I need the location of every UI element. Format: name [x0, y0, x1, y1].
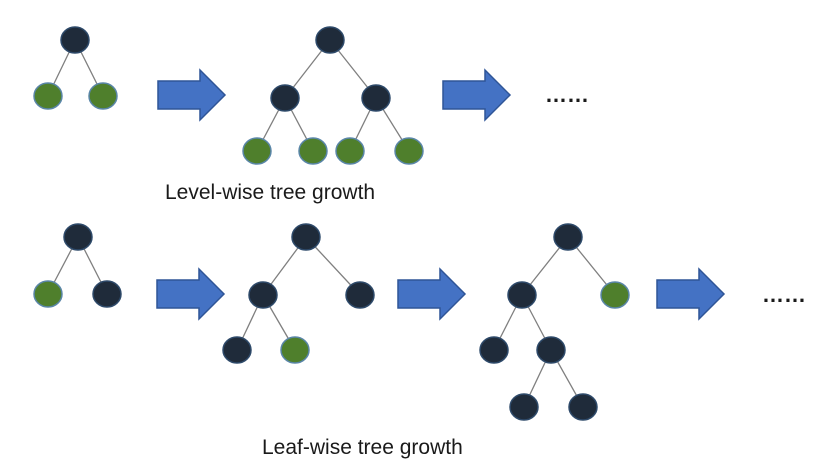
internal-node: [222, 336, 252, 364]
leaf-node: [280, 336, 310, 364]
root-node: [63, 223, 93, 251]
leaf-wise-stage-2-tree: [222, 223, 375, 364]
internal-node: [568, 393, 598, 421]
leaf-node: [394, 137, 424, 165]
leaf-wise-stage-3-tree: [479, 223, 630, 421]
right-arrow-icon: [656, 267, 726, 321]
internal-node: [361, 84, 391, 112]
internal-node: [270, 84, 300, 112]
continuation-ellipsis: ……: [545, 82, 589, 107]
internal-node: [92, 280, 122, 308]
leaf-node: [33, 82, 63, 110]
leaf-node: [600, 281, 630, 309]
leaf-node: [298, 137, 328, 165]
level-wise-caption: Level-wise tree growth: [165, 181, 375, 204]
internal-node: [345, 281, 375, 309]
level-wise-stage-1-tree: [33, 26, 118, 110]
internal-node: [507, 281, 537, 309]
root-node: [291, 223, 321, 251]
root-node: [315, 26, 345, 54]
level-wise-stage-2-tree: [242, 26, 424, 165]
leaf-node: [335, 137, 365, 165]
continuation-ellipsis: ……: [762, 282, 806, 307]
root-node: [60, 26, 90, 54]
leaf-node: [242, 137, 272, 165]
root-node: [553, 223, 583, 251]
internal-node: [509, 393, 539, 421]
leaf-wise-caption: Leaf-wise tree growth: [262, 436, 463, 459]
leaf-node: [88, 82, 118, 110]
level-wise-row: …… Level-wise tree growth: [33, 26, 589, 204]
right-arrow-icon: [442, 68, 512, 122]
leaf-wise-stage-1-tree: [33, 223, 122, 308]
leaf-wise-row: …… Leaf-wise tree growth: [33, 223, 806, 459]
internal-node: [536, 336, 566, 364]
internal-node: [479, 336, 509, 364]
internal-node: [248, 281, 278, 309]
right-arrow-icon: [397, 267, 467, 321]
leaf-node: [33, 280, 63, 308]
right-arrow-icon: [157, 68, 227, 122]
right-arrow-icon: [156, 267, 226, 321]
